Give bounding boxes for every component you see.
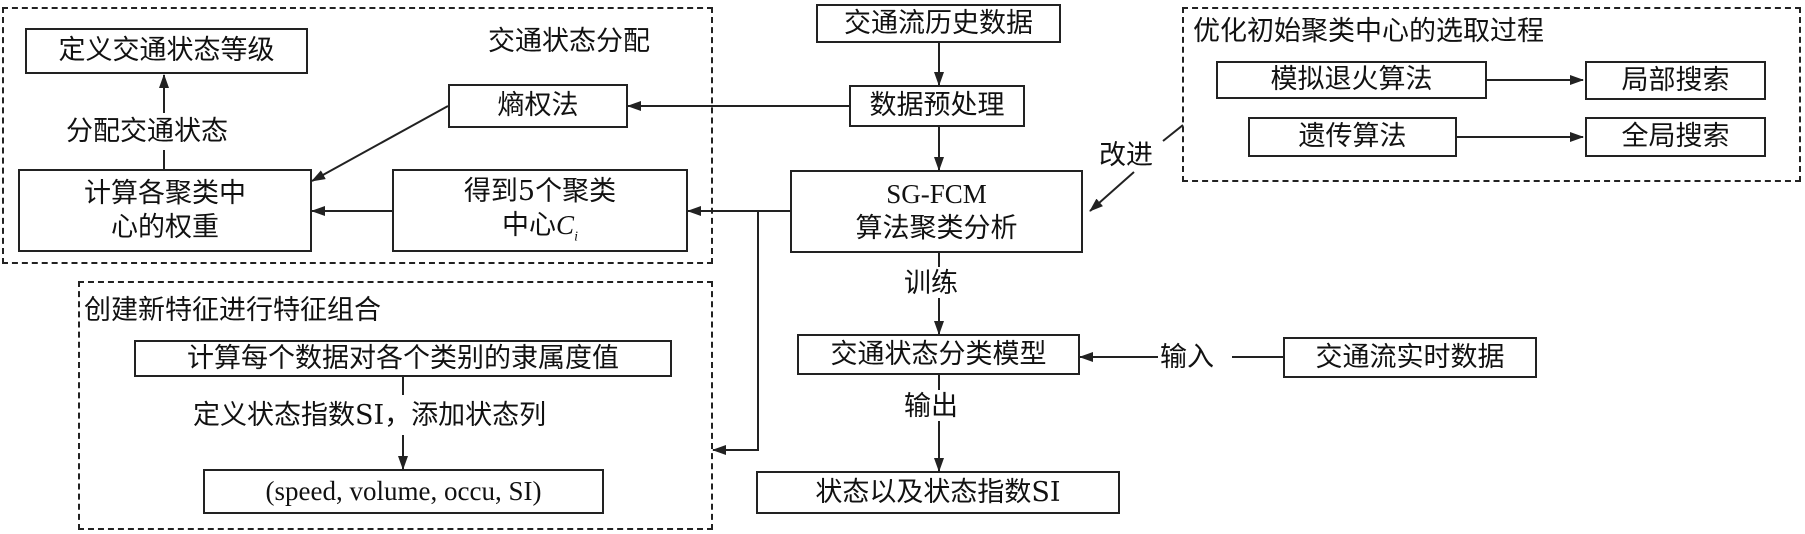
centers-symbol-subscript: i <box>574 229 578 245</box>
centers-symbol: Ci <box>556 209 578 244</box>
history-data-box: 交通流历史数据 <box>816 4 1061 43</box>
global-search-box: 全局搜索 <box>1585 117 1766 157</box>
region-title-feature-combination: 创建新特征进行特征组合 <box>84 295 381 326</box>
preprocess-box: 数据预处理 <box>849 85 1025 127</box>
local-search-box: 局部搜索 <box>1585 61 1766 100</box>
entropy-weight-box: 熵权法 <box>448 84 628 128</box>
region-state-assignment <box>2 7 713 264</box>
five-cluster-centers-line2: 中心Ci <box>502 209 578 246</box>
input-label: 输入 <box>1160 342 1214 373</box>
line-optimize-to-improve <box>1162 124 1184 142</box>
region-feature-combination <box>78 281 713 530</box>
region-title-optimize: 优化初始聚类中心的选取过程 <box>1193 16 1544 47</box>
define-traffic-level-box: 定义交通状态等级 <box>25 28 308 74</box>
arrow-entropy-to-weight <box>311 105 449 182</box>
membership-degree-box: 计算每个数据对各个类别的隶属度值 <box>134 340 672 377</box>
five-cluster-centers-box: 得到5个聚类 中心Ci <box>392 169 688 252</box>
realtime-data-box: 交通流实时数据 <box>1283 337 1537 378</box>
cluster-center-weight-line1: 计算各聚类中 <box>84 177 246 209</box>
improve-label: 改进 <box>1099 140 1153 171</box>
train-label: 训练 <box>904 268 958 299</box>
feature-tuple-box: (speed, volume, occu, SI) <box>203 469 604 514</box>
five-cluster-centers-line1: 得到5个聚类 <box>463 176 617 208</box>
centers-symbol-letter: C <box>556 209 575 240</box>
sgfcm-line2: 算法聚类分析 <box>855 212 1018 244</box>
assign-traffic-state-label: 分配交通状态 <box>66 116 228 147</box>
sgfcm-line1: SG-FCM <box>886 178 987 209</box>
define-state-index-label: 定义状态指数SI，添加状态列 <box>193 400 547 431</box>
cluster-center-weight-box: 计算各聚类中 心的权重 <box>18 169 312 252</box>
centers-prefix: 中心 <box>502 209 557 241</box>
arrow-sgfcm-to-tuple <box>712 211 759 455</box>
sgfcm-box: SG-FCM 算法聚类分析 <box>790 170 1083 253</box>
classification-model-box: 交通状态分类模型 <box>797 334 1080 375</box>
simulated-annealing-box: 模拟退火算法 <box>1216 61 1487 99</box>
region-optimize-initial-centers <box>1182 7 1801 182</box>
cluster-center-weight-line2: 心的权重 <box>111 211 219 243</box>
genetic-algorithm-box: 遗传算法 <box>1248 117 1457 157</box>
arrow-improve-to-sgfcm <box>1089 171 1135 212</box>
output-label: 输出 <box>904 391 958 422</box>
region-title-state-assignment: 交通状态分配 <box>488 26 650 57</box>
state-and-index-box: 状态以及状态指数SI <box>756 471 1120 514</box>
